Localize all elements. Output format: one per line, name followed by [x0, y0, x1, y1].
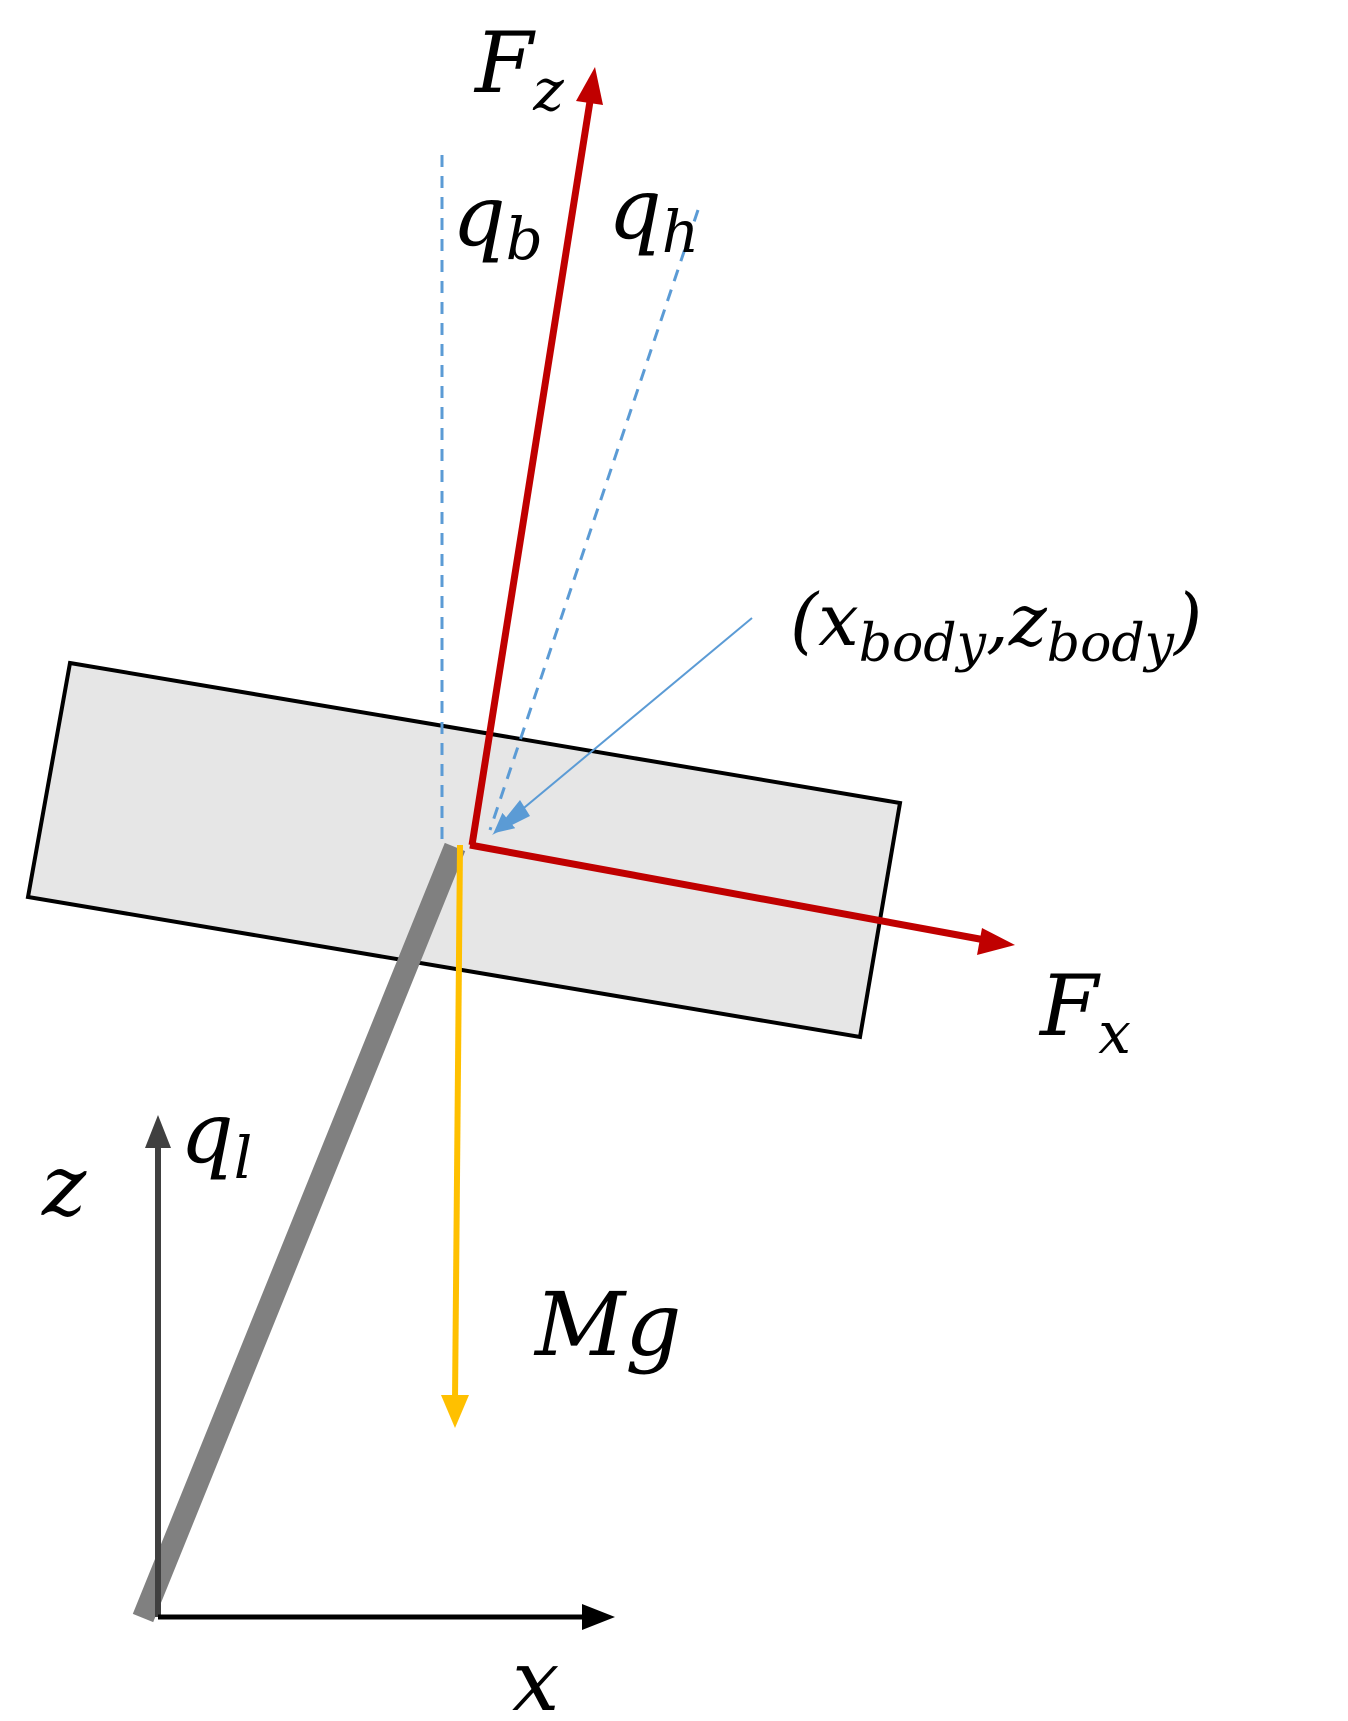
force-x-label: Fx [1038, 957, 1131, 1067]
force-z-arrowhead [576, 67, 603, 105]
body-position-pointer-arrow [493, 617, 753, 834]
world-x-axis-arrowhead [582, 1604, 615, 1630]
body-position-pointer-arrowhead [492, 800, 530, 835]
body-normal-dashed-line [488, 209, 700, 831]
force-z-label: Fz [473, 14, 564, 124]
world-z-axis-arrowhead [145, 1115, 171, 1148]
world-x-axis-label: x [512, 1632, 559, 1721]
gravity-force-vector [452, 844, 463, 1401]
hip-angle-label: qh [608, 160, 699, 266]
force-x-vector [469, 841, 986, 944]
gravity-force-arrowhead [441, 1395, 469, 1428]
body-position-label: (xbody,zbody) [790, 578, 1202, 674]
leg-angle-label: ql [180, 1084, 252, 1192]
robot-body [25, 660, 903, 1040]
gravity-label: Mg [533, 1273, 681, 1376]
world-z-axis-label: z [41, 1137, 87, 1235]
force-x-arrowhead [977, 928, 1015, 955]
body-pitch-angle-label: qb [452, 167, 543, 273]
force-z-vector [468, 94, 595, 846]
robot-leg [132, 842, 466, 1623]
